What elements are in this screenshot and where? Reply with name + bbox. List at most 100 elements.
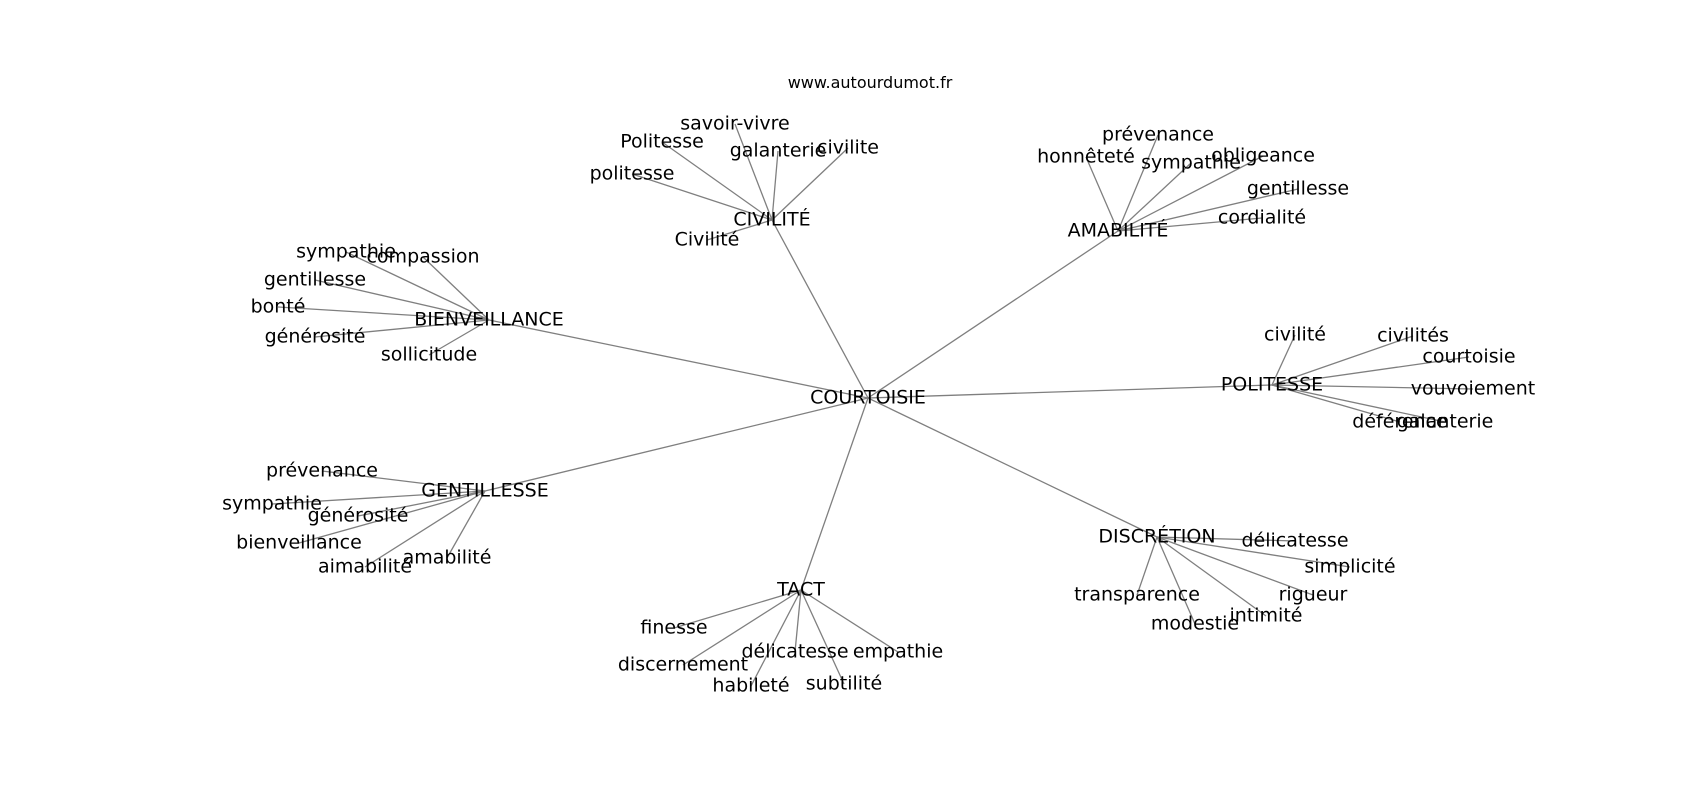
edge-hub-leaf bbox=[1156, 536, 1196, 625]
leaf-node-label: bonté bbox=[251, 296, 306, 318]
leaf-node-label: galanterie bbox=[1397, 411, 1494, 433]
leaf-node-label: finesse bbox=[640, 617, 707, 639]
edge-hub-leaf bbox=[298, 490, 486, 544]
leaf-node-label: prévenance bbox=[266, 460, 378, 482]
leaf-node-label: empathie bbox=[853, 641, 943, 663]
edge-hub-leaf bbox=[1117, 217, 1263, 232]
leaf-node-label: cordialité bbox=[1218, 207, 1306, 229]
edge-hub-leaf bbox=[446, 490, 486, 559]
edge-center-hub bbox=[488, 319, 869, 399]
leaf-node-label: prévenance bbox=[1102, 124, 1214, 146]
leaf-node-label: délicatesse bbox=[1241, 530, 1348, 552]
leaf-node-label: sympathie bbox=[296, 241, 396, 263]
leaf-node-label: Politesse bbox=[620, 131, 704, 153]
leaf-node-label: gentillesse bbox=[1247, 178, 1349, 200]
edge-hub-leaf bbox=[771, 147, 849, 221]
edge-hub-leaf bbox=[1271, 356, 1470, 386]
edge-hub-leaf bbox=[428, 319, 490, 356]
edge-hub-leaf bbox=[271, 490, 486, 505]
edge-center-hub bbox=[484, 397, 869, 492]
leaf-node-label: civilités bbox=[1377, 325, 1449, 347]
edge-hub-leaf bbox=[1136, 536, 1158, 596]
leaf-node-label: politesse bbox=[590, 163, 675, 185]
leaf-node-label: sollicitude bbox=[381, 344, 477, 366]
leaf-node-label: sympathie bbox=[222, 493, 322, 515]
hub-node-label: POLITESSE bbox=[1221, 374, 1323, 396]
edge-hub-leaf bbox=[771, 150, 779, 221]
edge-center-hub bbox=[867, 230, 1119, 399]
edge-hub-leaf bbox=[1271, 384, 1474, 390]
edge-center-hub bbox=[771, 219, 869, 399]
edge-hub-leaf bbox=[357, 490, 486, 517]
hub-node-label: TACT bbox=[776, 579, 825, 601]
leaf-node-label: bienveillance bbox=[236, 532, 362, 554]
leaf-node-label: intimité bbox=[1230, 605, 1303, 627]
hub-node-label: GENTILLESSE bbox=[421, 480, 548, 502]
leaf-node-label: compassion bbox=[366, 246, 479, 268]
leaf-node-label: subtilité bbox=[806, 673, 882, 695]
leaf-node-label: rigueur bbox=[1279, 584, 1348, 606]
edge-hub-leaf bbox=[321, 470, 486, 492]
leaf-node-label: délicatesse bbox=[741, 641, 848, 663]
edge-hub-leaf bbox=[1271, 335, 1414, 386]
leaf-node-label: civilite bbox=[817, 137, 879, 159]
edge-hub-leaf bbox=[422, 256, 490, 321]
edge-hub-leaf bbox=[750, 589, 802, 687]
edge-hub-leaf bbox=[364, 490, 486, 568]
edge-hub-leaf bbox=[1271, 334, 1296, 386]
edge-hub-leaf bbox=[800, 589, 845, 685]
hub-node-label: BIENVEILLANCE bbox=[414, 309, 564, 331]
leaf-node-label: sympathie bbox=[1141, 152, 1241, 174]
edge-hub-leaf bbox=[1156, 536, 1296, 542]
edge-hub-leaf bbox=[1156, 536, 1267, 617]
leaf-node-label: modestie bbox=[1151, 613, 1239, 635]
leaf-node-label: transparence bbox=[1074, 584, 1200, 606]
leaf-node-label: gentillesse bbox=[264, 269, 366, 291]
leaf-node-label: civilité bbox=[1264, 324, 1326, 346]
leaf-node-label: Civilité bbox=[675, 229, 740, 251]
leaf-node-label: obligeance bbox=[1211, 145, 1315, 167]
hub-node-label: CIVILITÉ bbox=[733, 208, 810, 231]
edge-hub-leaf bbox=[661, 141, 773, 221]
leaf-node-label: amabilité bbox=[403, 547, 492, 569]
edge-hub-leaf bbox=[1156, 536, 1314, 596]
leaf-node-label: habileté bbox=[712, 675, 789, 697]
edge-hub-leaf bbox=[277, 306, 490, 321]
edge-hub-leaf bbox=[706, 219, 773, 241]
edge-hub-leaf bbox=[1117, 155, 1264, 232]
edge-hub-leaf bbox=[1085, 156, 1119, 232]
edge-hub-leaf bbox=[734, 123, 773, 221]
edge-hub-leaf bbox=[1271, 384, 1401, 423]
leaf-node-label: savoir-vivre bbox=[680, 113, 789, 135]
leaf-node-label: galanterie bbox=[730, 140, 827, 162]
edge-hub-leaf bbox=[631, 173, 773, 221]
leaf-node-label: déférence bbox=[1352, 411, 1447, 433]
leaf-node-label: simplicité bbox=[1304, 556, 1395, 578]
edge-hub-leaf bbox=[1271, 384, 1446, 423]
edge-hub-leaf bbox=[794, 589, 802, 653]
edge-hub-leaf bbox=[673, 589, 802, 629]
hub-node-label: DISCRÉTION bbox=[1098, 525, 1215, 548]
edge-hub-leaf bbox=[314, 279, 490, 321]
edge-center-hub bbox=[867, 384, 1273, 399]
edge-hub-leaf bbox=[345, 251, 490, 321]
leaf-node-label: honnêteté bbox=[1037, 146, 1135, 168]
edge-hub-leaf bbox=[1117, 188, 1299, 232]
edge-hub-leaf bbox=[800, 589, 899, 653]
leaf-node-label: générosité bbox=[308, 505, 409, 527]
edge-hub-leaf bbox=[682, 589, 802, 666]
edge-center-hub bbox=[867, 397, 1158, 538]
center-node-label: COURTOISIE bbox=[810, 387, 926, 409]
edge-hub-leaf bbox=[1117, 134, 1159, 232]
edge-hub-leaf bbox=[314, 319, 490, 338]
leaf-node-label: vouvoiement bbox=[1411, 378, 1535, 400]
edge-center-hub bbox=[800, 397, 869, 591]
edges-layer bbox=[271, 123, 1474, 687]
edge-hub-leaf bbox=[1156, 536, 1351, 568]
leaf-node-label: générosité bbox=[265, 326, 366, 348]
hub-node-label: AMABILITÉ bbox=[1068, 219, 1169, 242]
leaf-node-label: courtoisie bbox=[1422, 346, 1515, 368]
edge-hub-leaf bbox=[1117, 162, 1192, 232]
